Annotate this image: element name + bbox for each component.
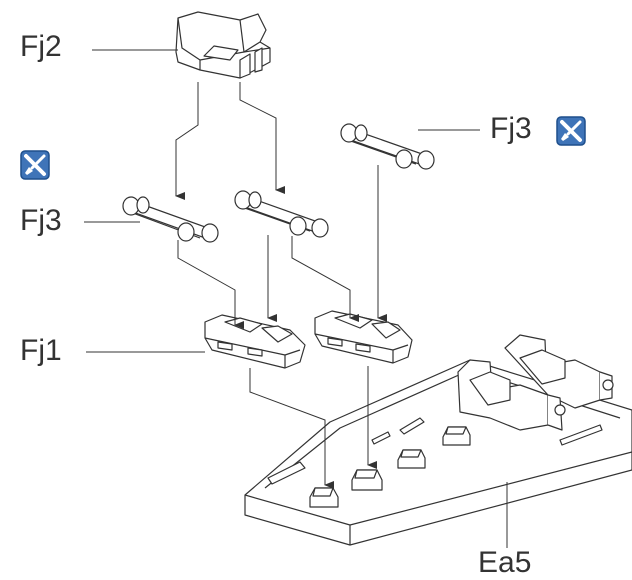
grease-tool-icon (556, 116, 586, 146)
pin-fj3-middle (234, 190, 329, 238)
leader-lines (84, 49, 508, 548)
bracket-fj2 (175, 11, 271, 79)
grease-tool-icon (20, 150, 50, 180)
bracket-fj1-right (314, 310, 413, 364)
label-fj3-left: Fj3 (20, 204, 62, 237)
label-fj2: Fj2 (20, 30, 62, 63)
label-fj3-right: Fj3 (490, 112, 532, 145)
bracket-fj1-left (204, 314, 306, 369)
assembly-arrows (175, 82, 387, 489)
base-plate-ea5 (244, 334, 632, 546)
pin-fj3-right (340, 123, 435, 170)
label-ea5: Ea5 (478, 546, 532, 579)
pin-fj3-left (122, 196, 219, 243)
label-fj1: Fj1 (20, 334, 62, 367)
